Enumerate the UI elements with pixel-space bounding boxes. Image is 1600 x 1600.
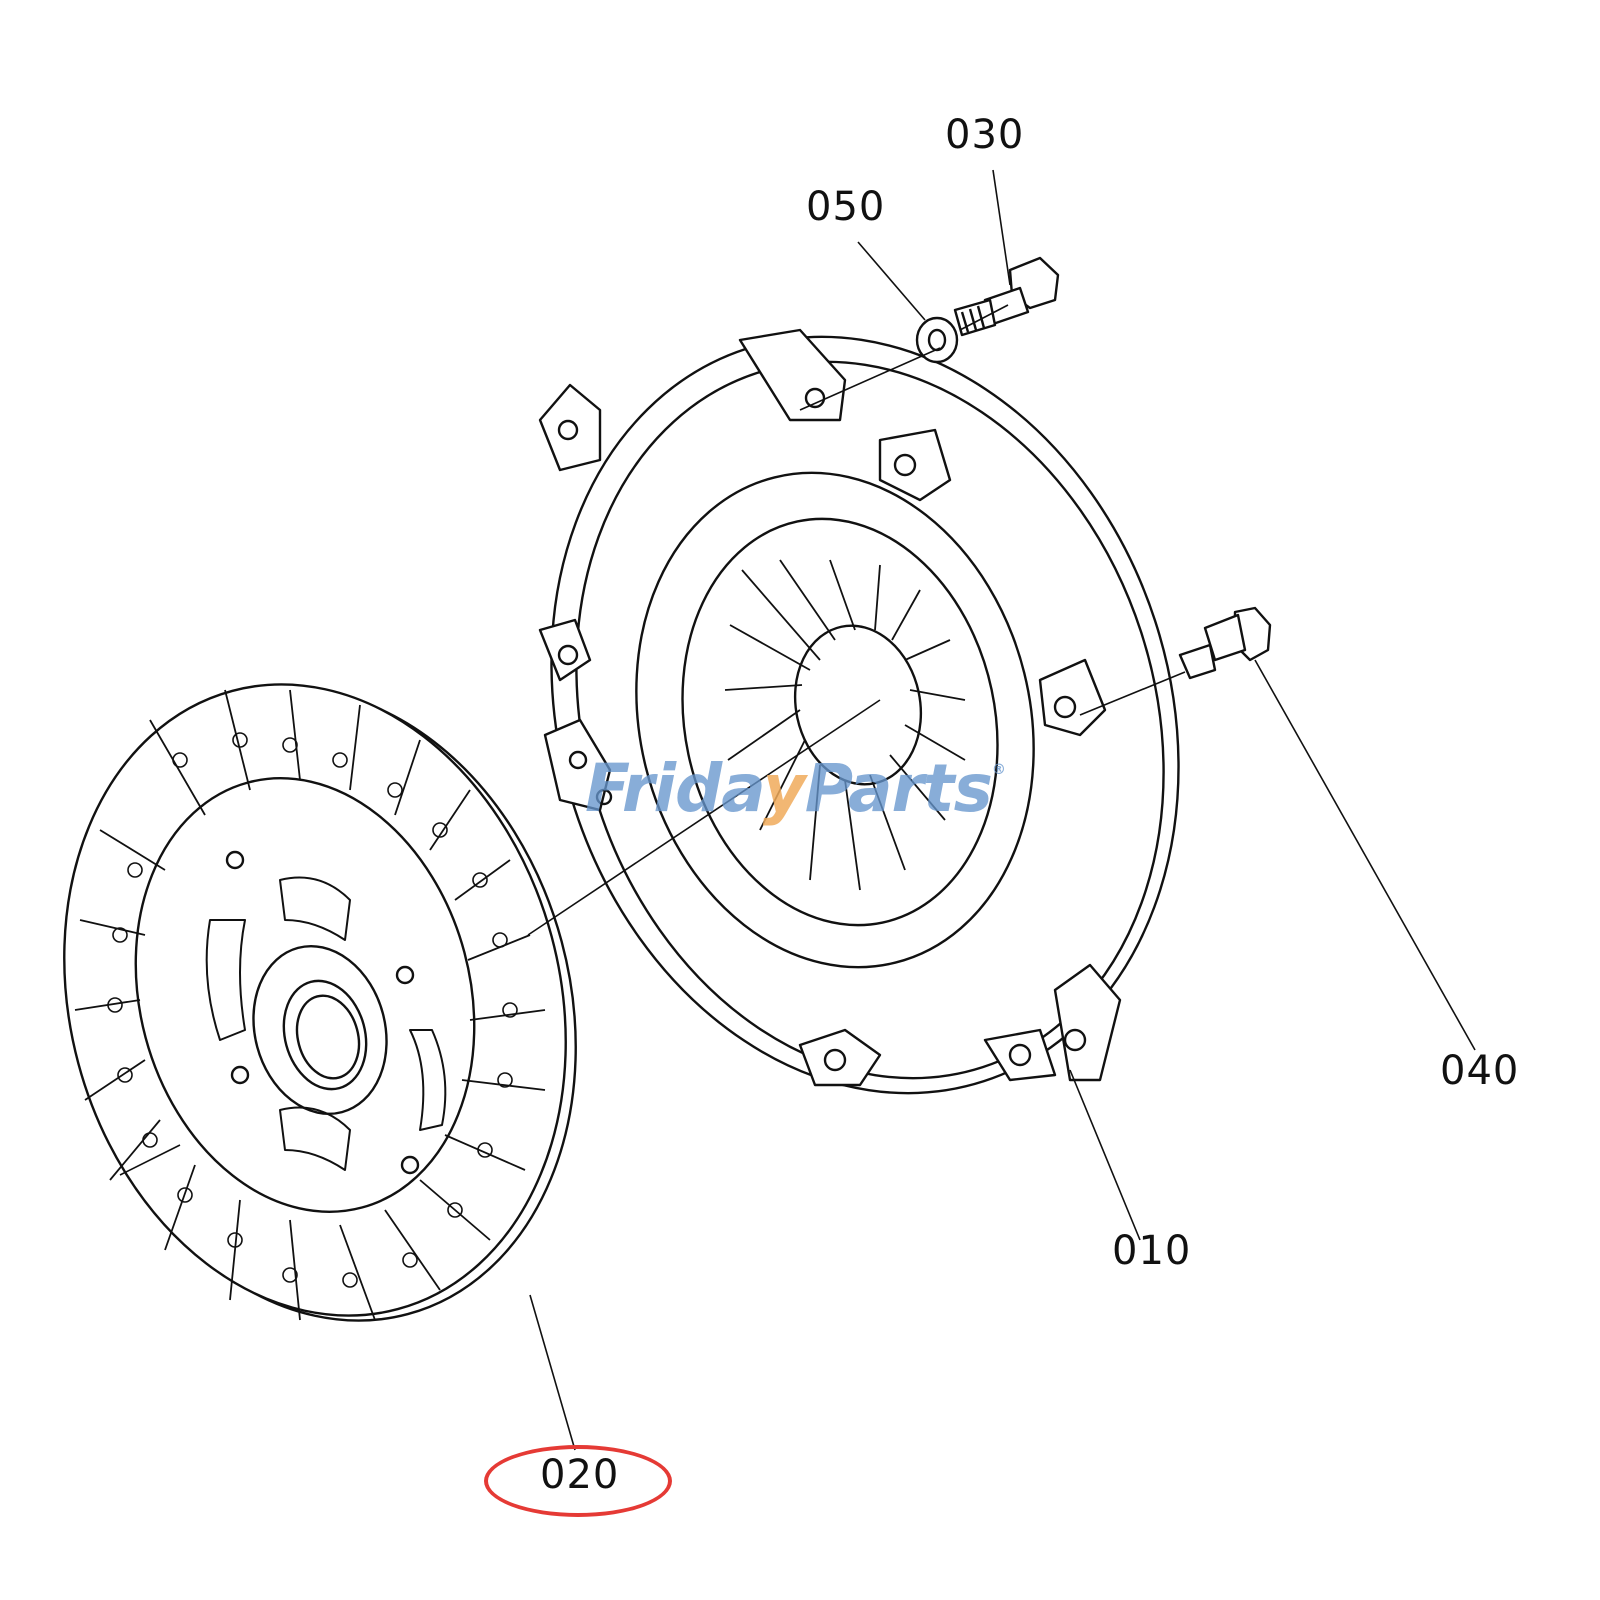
pressure-plate-drawing bbox=[538, 328, 1180, 1095]
watermark: FridayParts® bbox=[585, 750, 1006, 827]
callout-020: 020 bbox=[540, 1452, 620, 1498]
bolt-040-drawing bbox=[1178, 606, 1272, 680]
registered-mark: ® bbox=[991, 762, 1006, 778]
watermark-text-left: Frida bbox=[585, 750, 764, 827]
highlight-ring bbox=[484, 1445, 672, 1517]
watermark-text-right: Parts bbox=[804, 750, 993, 827]
bolt-030-drawing bbox=[953, 256, 1060, 337]
washer-050-drawing bbox=[915, 316, 959, 364]
callout-010: 010 bbox=[1112, 1228, 1192, 1274]
watermark-accent: y bbox=[762, 750, 806, 827]
clutch-disc-drawing bbox=[63, 683, 577, 1322]
leader-lines bbox=[119, 169, 1476, 1451]
callout-040: 040 bbox=[1440, 1048, 1520, 1094]
callout-050: 050 bbox=[806, 184, 886, 230]
callout-030: 030 bbox=[945, 112, 1025, 158]
